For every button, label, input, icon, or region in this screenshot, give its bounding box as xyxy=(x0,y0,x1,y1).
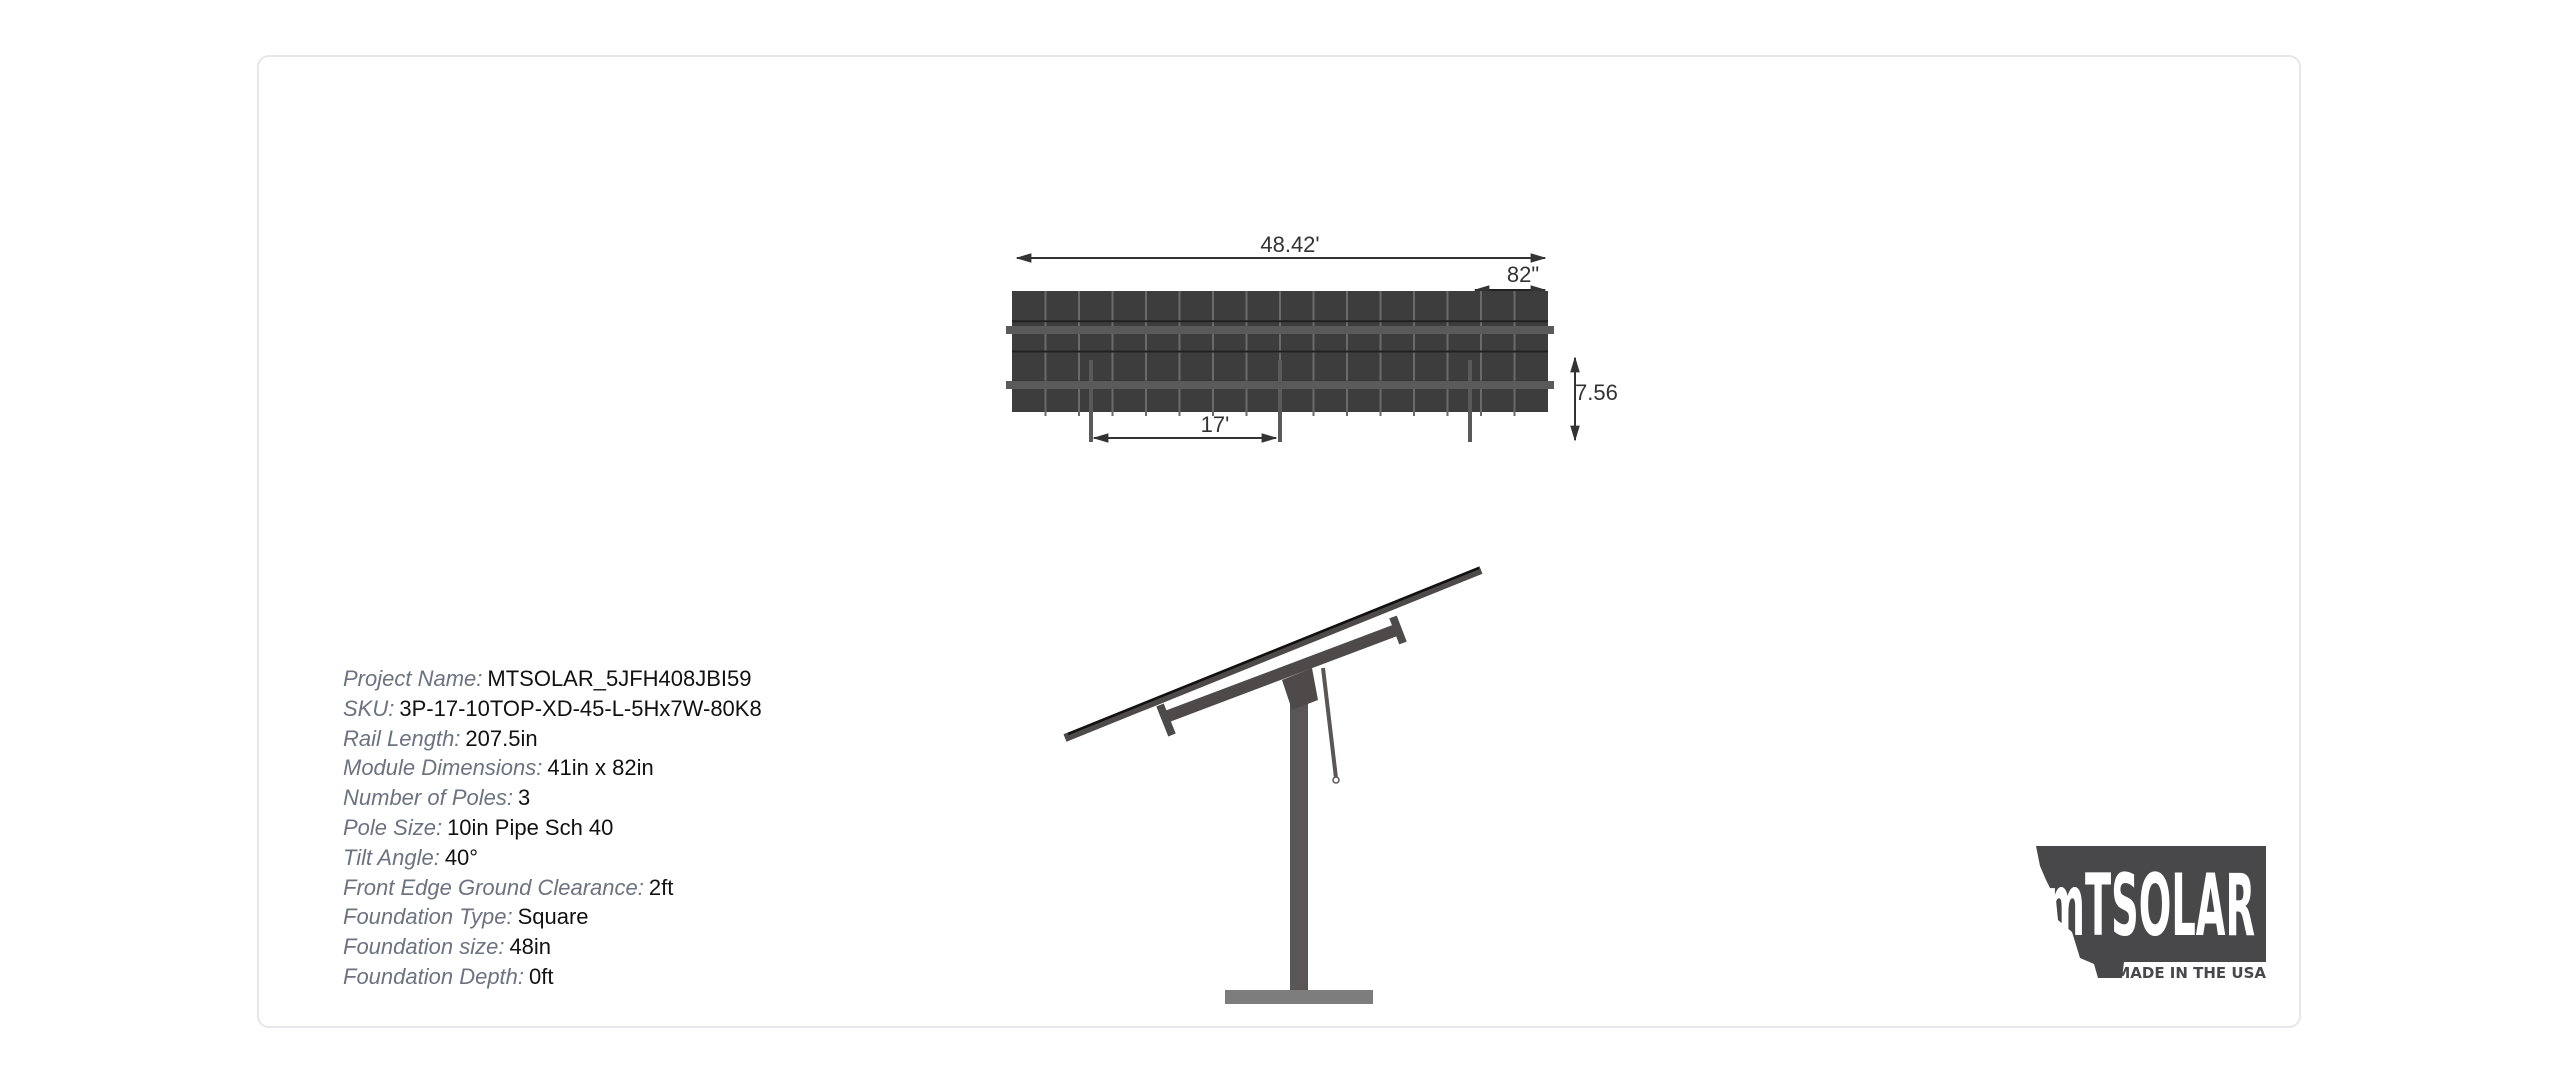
spec-row: Rail Length:207.5in xyxy=(343,724,762,754)
spec-row: Foundation Depth:0ft xyxy=(343,962,762,992)
pole-spacing-label: 17' xyxy=(1201,412,1230,437)
spec-label: SKU: xyxy=(343,695,395,721)
spec-label: Number of Poles: xyxy=(343,785,513,811)
logo-brand: mTSOLAR xyxy=(2045,856,2255,956)
spec-value: 3P-17-10TOP-XD-45-L-5Hx7W-80K8 xyxy=(399,695,762,721)
pole-1 xyxy=(1089,360,1093,442)
spec-value: 207.5in xyxy=(465,725,538,751)
spec-value: MTSOLAR_5JFH408JBI59 xyxy=(487,666,752,691)
pole-2 xyxy=(1278,360,1282,442)
actuator-pin xyxy=(1332,776,1340,784)
spec-value: 3 xyxy=(517,785,531,811)
spec-row: Tilt Angle:40° xyxy=(343,843,762,873)
spec-row: Pole Size:10in Pipe Sch 40 xyxy=(343,813,762,843)
spec-row: Number of Poles:3 xyxy=(343,783,762,813)
pole-3 xyxy=(1468,360,1472,442)
torque-tube xyxy=(1160,623,1402,724)
spec-label: Project Name: xyxy=(343,666,483,691)
foundation-base xyxy=(1225,990,1373,1004)
panel-side xyxy=(1063,566,1483,742)
spec-label: Pole Size: xyxy=(343,814,443,840)
logo-tagline: MADE IN THE USA xyxy=(2115,964,2266,982)
bracket-right xyxy=(1389,615,1407,645)
pivot-head xyxy=(1282,668,1318,710)
spec-row: Foundation size:48in xyxy=(343,932,762,962)
spec-label: Rail Length: xyxy=(343,725,461,751)
side-view xyxy=(1063,566,1483,1004)
spec-value: Square xyxy=(517,904,589,930)
rail-top xyxy=(1006,326,1554,334)
spec-row: Front Edge Ground Clearance:2ft xyxy=(343,873,762,903)
spec-label: Module Dimensions: xyxy=(343,755,543,781)
spec-label: Foundation size: xyxy=(343,934,505,960)
spec-row: Module Dimensions:41in x 82in xyxy=(343,753,762,783)
pole xyxy=(1290,690,1308,990)
spec-value: 40° xyxy=(444,844,479,870)
spec-row: Project Name:MTSOLAR_5JFH408JBI59 xyxy=(343,664,762,694)
spec-row: Foundation Type:Square xyxy=(343,902,762,932)
spec-label: Foundation Type: xyxy=(343,904,513,930)
spec-value: 2ft xyxy=(648,874,674,900)
height-label: 7.56 xyxy=(1575,380,1618,405)
spec-label: Front Edge Ground Clearance: xyxy=(343,874,644,900)
drawing-card xyxy=(257,55,2301,1028)
panel-surface xyxy=(1067,566,1480,736)
total-width-label: 48.42' xyxy=(1260,232,1319,257)
actuator xyxy=(1321,667,1338,779)
mtsolar-logo: mTSOLAR MADE IN THE USA xyxy=(2036,846,2266,982)
spec-label: Tilt Angle: xyxy=(343,844,440,870)
spec-value: 48in xyxy=(509,934,552,960)
bracket-left xyxy=(1156,703,1176,737)
front-view: 48.42' 82" 17' 7.56 xyxy=(1006,232,1618,443)
spec-label: Foundation Depth: xyxy=(343,963,525,989)
spec-value: 10in Pipe Sch 40 xyxy=(447,814,614,840)
spec-value: 0ft xyxy=(529,963,554,989)
spec-row: SKU:3P-17-10TOP-XD-45-L-5Hx7W-80K8 xyxy=(343,694,762,724)
module-length-label: 82" xyxy=(1507,262,1539,287)
spec-value: 41in x 82in xyxy=(547,755,654,781)
